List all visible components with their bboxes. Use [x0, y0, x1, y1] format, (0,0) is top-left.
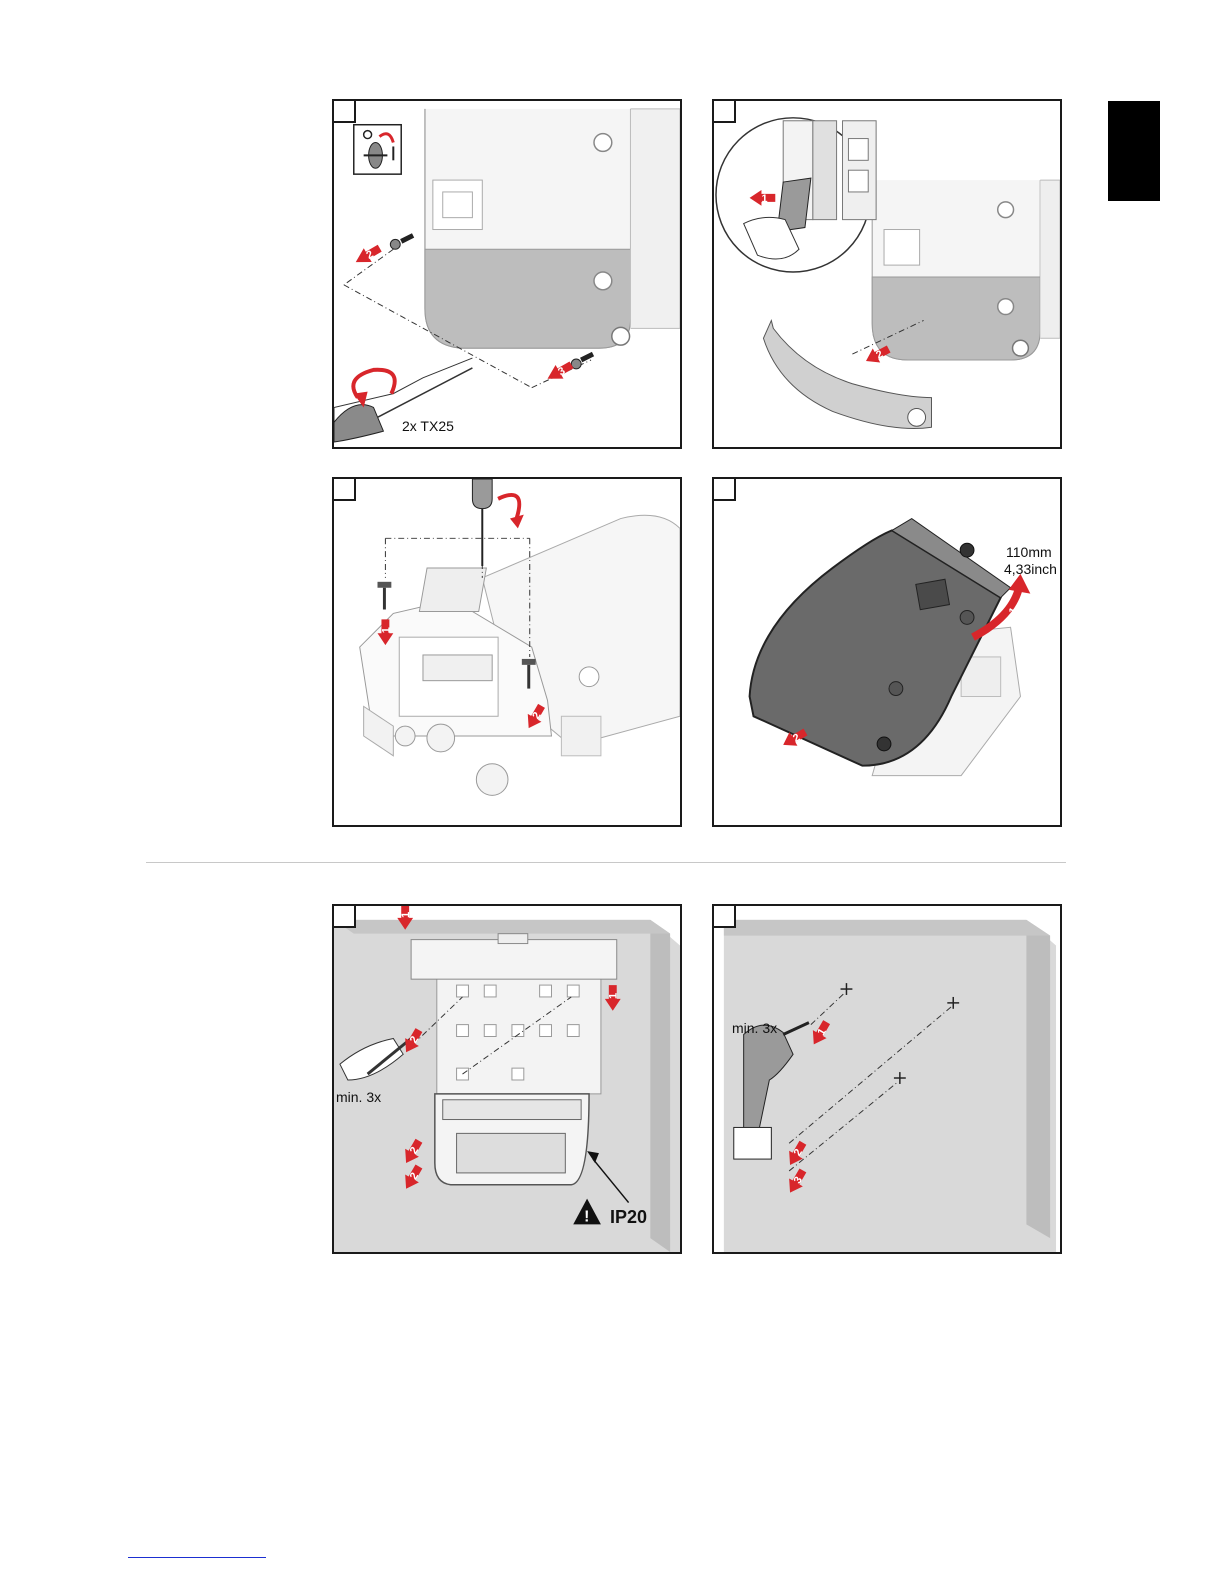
step-number-box: [332, 99, 356, 123]
step-panel-drill-holes: 1 2 3 min. 3x: [712, 904, 1062, 1254]
arrow-step-3: 3: [544, 358, 576, 386]
svg-text:1: 1: [608, 993, 620, 999]
illustration-unscrew-housing: 1 2: [334, 479, 680, 825]
language-tab: [1108, 101, 1160, 201]
illustration-mark-drill-holes: 1 1 2 2 2 !: [334, 906, 680, 1252]
svg-text:1: 1: [761, 193, 767, 205]
step-panel-mark-holes: 1 1 2 2 2 ! min. 3x IP20: [332, 904, 682, 1254]
ip-rating-label: IP20: [610, 1207, 647, 1228]
svg-text:!: !: [584, 1208, 589, 1225]
svg-text:1: 1: [400, 912, 412, 918]
section-divider: [146, 862, 1066, 863]
lift-distance-inch: 4,33inch: [1004, 561, 1057, 577]
step-panel-remove-screws: 2 3 2x TX25: [332, 99, 682, 449]
tool-label: 2x TX25: [402, 418, 454, 434]
illustration-remove-cover-screws: 2 3: [334, 101, 680, 447]
illustration-drill-holes: 1 2 3: [714, 906, 1060, 1252]
step-number-box: [332, 904, 356, 928]
lift-distance-mm: 110mm: [1006, 544, 1052, 560]
step-number-box: [712, 904, 736, 928]
illustration-lift-housing: 1 2: [714, 479, 1060, 825]
step-panel-remove-cover: 1 2: [712, 99, 1062, 449]
step-number-box: [712, 99, 736, 123]
step-panel-lift-housing: 1 2 110mm 4,33inch: [712, 477, 1062, 827]
illustration-remove-bottom-cover: 1 2: [714, 101, 1060, 447]
step-number-box: [332, 477, 356, 501]
step-panel-unscrew-housing: 1 2: [332, 477, 682, 827]
arrow-step-2: 2: [352, 241, 384, 269]
step-number-box: [712, 477, 736, 501]
svg-text:1: 1: [380, 627, 392, 633]
drilling-count-label: min. 3x: [732, 1020, 777, 1036]
marking-count-label: min. 3x: [336, 1089, 381, 1105]
footer-rule: [128, 1557, 266, 1558]
